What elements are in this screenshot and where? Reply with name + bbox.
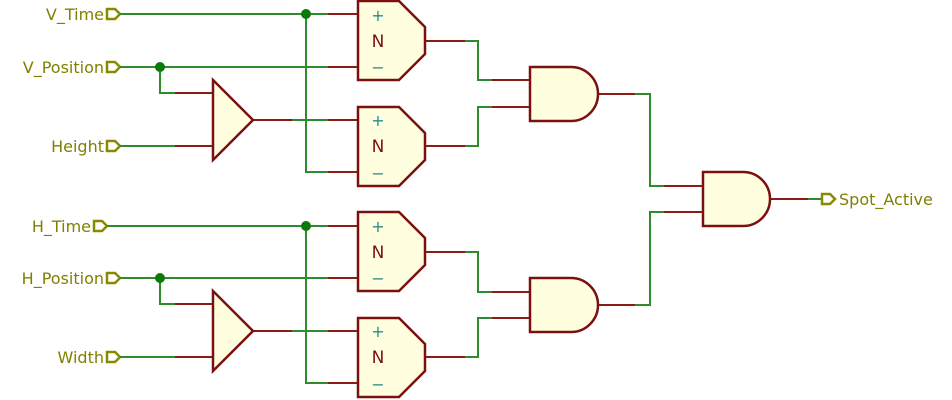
wire-v-time-branch bbox=[305, 14, 328, 173]
comparator-name: N bbox=[372, 137, 385, 157]
input-port-height[interactable]: Height bbox=[51, 137, 126, 156]
comparator-plus: + bbox=[371, 111, 384, 130]
junction-h-position bbox=[155, 273, 165, 283]
port-label: H_Time bbox=[32, 217, 91, 237]
wire-cmp2-out bbox=[465, 106, 492, 147]
comparator-4[interactable]: + N − bbox=[356, 316, 427, 399]
comparator-minus: − bbox=[371, 58, 384, 77]
comparator-3[interactable]: + N − bbox=[356, 210, 427, 293]
input-port-h-time[interactable]: H_Time bbox=[32, 217, 126, 237]
input-port-v-position[interactable]: V_Position bbox=[23, 58, 126, 78]
output-port-spot-active[interactable]: Spot_Active bbox=[820, 190, 933, 210]
port-label: Spot_Active bbox=[839, 190, 933, 210]
adder-h[interactable] bbox=[211, 287, 255, 375]
port-label: Height bbox=[51, 137, 104, 156]
pins bbox=[175, 13, 808, 384]
comparator-minus: − bbox=[371, 164, 384, 183]
junction-v-position bbox=[155, 62, 165, 72]
port-label: V_Position bbox=[23, 58, 104, 78]
wire-cmp4-out bbox=[465, 317, 492, 358]
comparator-minus: − bbox=[371, 375, 384, 394]
wire-and-h-out bbox=[635, 211, 664, 306]
port-arrow-icon bbox=[105, 7, 122, 21]
comparator-2[interactable]: + N − bbox=[356, 105, 427, 188]
and-gate-h[interactable] bbox=[528, 276, 600, 334]
junction-h-time bbox=[301, 221, 311, 231]
and-gate-v[interactable] bbox=[528, 65, 600, 123]
junction-v-time bbox=[301, 9, 311, 19]
and-gate-out[interactable] bbox=[701, 170, 772, 228]
port-arrow-icon bbox=[105, 60, 122, 74]
port-arrow-icon bbox=[105, 139, 122, 153]
input-port-h-position[interactable]: H_Position bbox=[22, 269, 126, 289]
comparator-plus: + bbox=[371, 217, 384, 236]
port-label: Width bbox=[58, 348, 104, 367]
input-port-v-time[interactable]: V_Time bbox=[46, 5, 126, 25]
port-arrow-icon bbox=[105, 350, 122, 364]
wire-cmp1-out bbox=[465, 40, 492, 81]
input-port-width[interactable]: Width bbox=[58, 348, 126, 367]
wire-v-position-branch bbox=[159, 67, 175, 94]
comparator-plus: + bbox=[371, 322, 384, 341]
comparator-minus: − bbox=[371, 269, 384, 288]
port-arrow-icon bbox=[105, 271, 122, 285]
junctions bbox=[155, 9, 311, 283]
port-label: V_Time bbox=[46, 5, 104, 25]
comparator-name: N bbox=[372, 32, 385, 52]
port-label: H_Position bbox=[22, 269, 104, 289]
comparator-name: N bbox=[372, 348, 385, 368]
wire-h-time-branch bbox=[305, 226, 328, 384]
comparator-name: N bbox=[372, 243, 385, 263]
adder-v[interactable] bbox=[211, 76, 255, 164]
comparator-plus: + bbox=[371, 6, 384, 25]
port-arrow-icon bbox=[820, 192, 837, 206]
wire-h-position-branch bbox=[159, 278, 175, 305]
comparator-1[interactable]: + N − bbox=[356, 0, 427, 82]
port-arrow-icon bbox=[92, 219, 109, 233]
wire-cmp3-out bbox=[465, 251, 492, 293]
wire-and-v-out bbox=[635, 93, 664, 187]
